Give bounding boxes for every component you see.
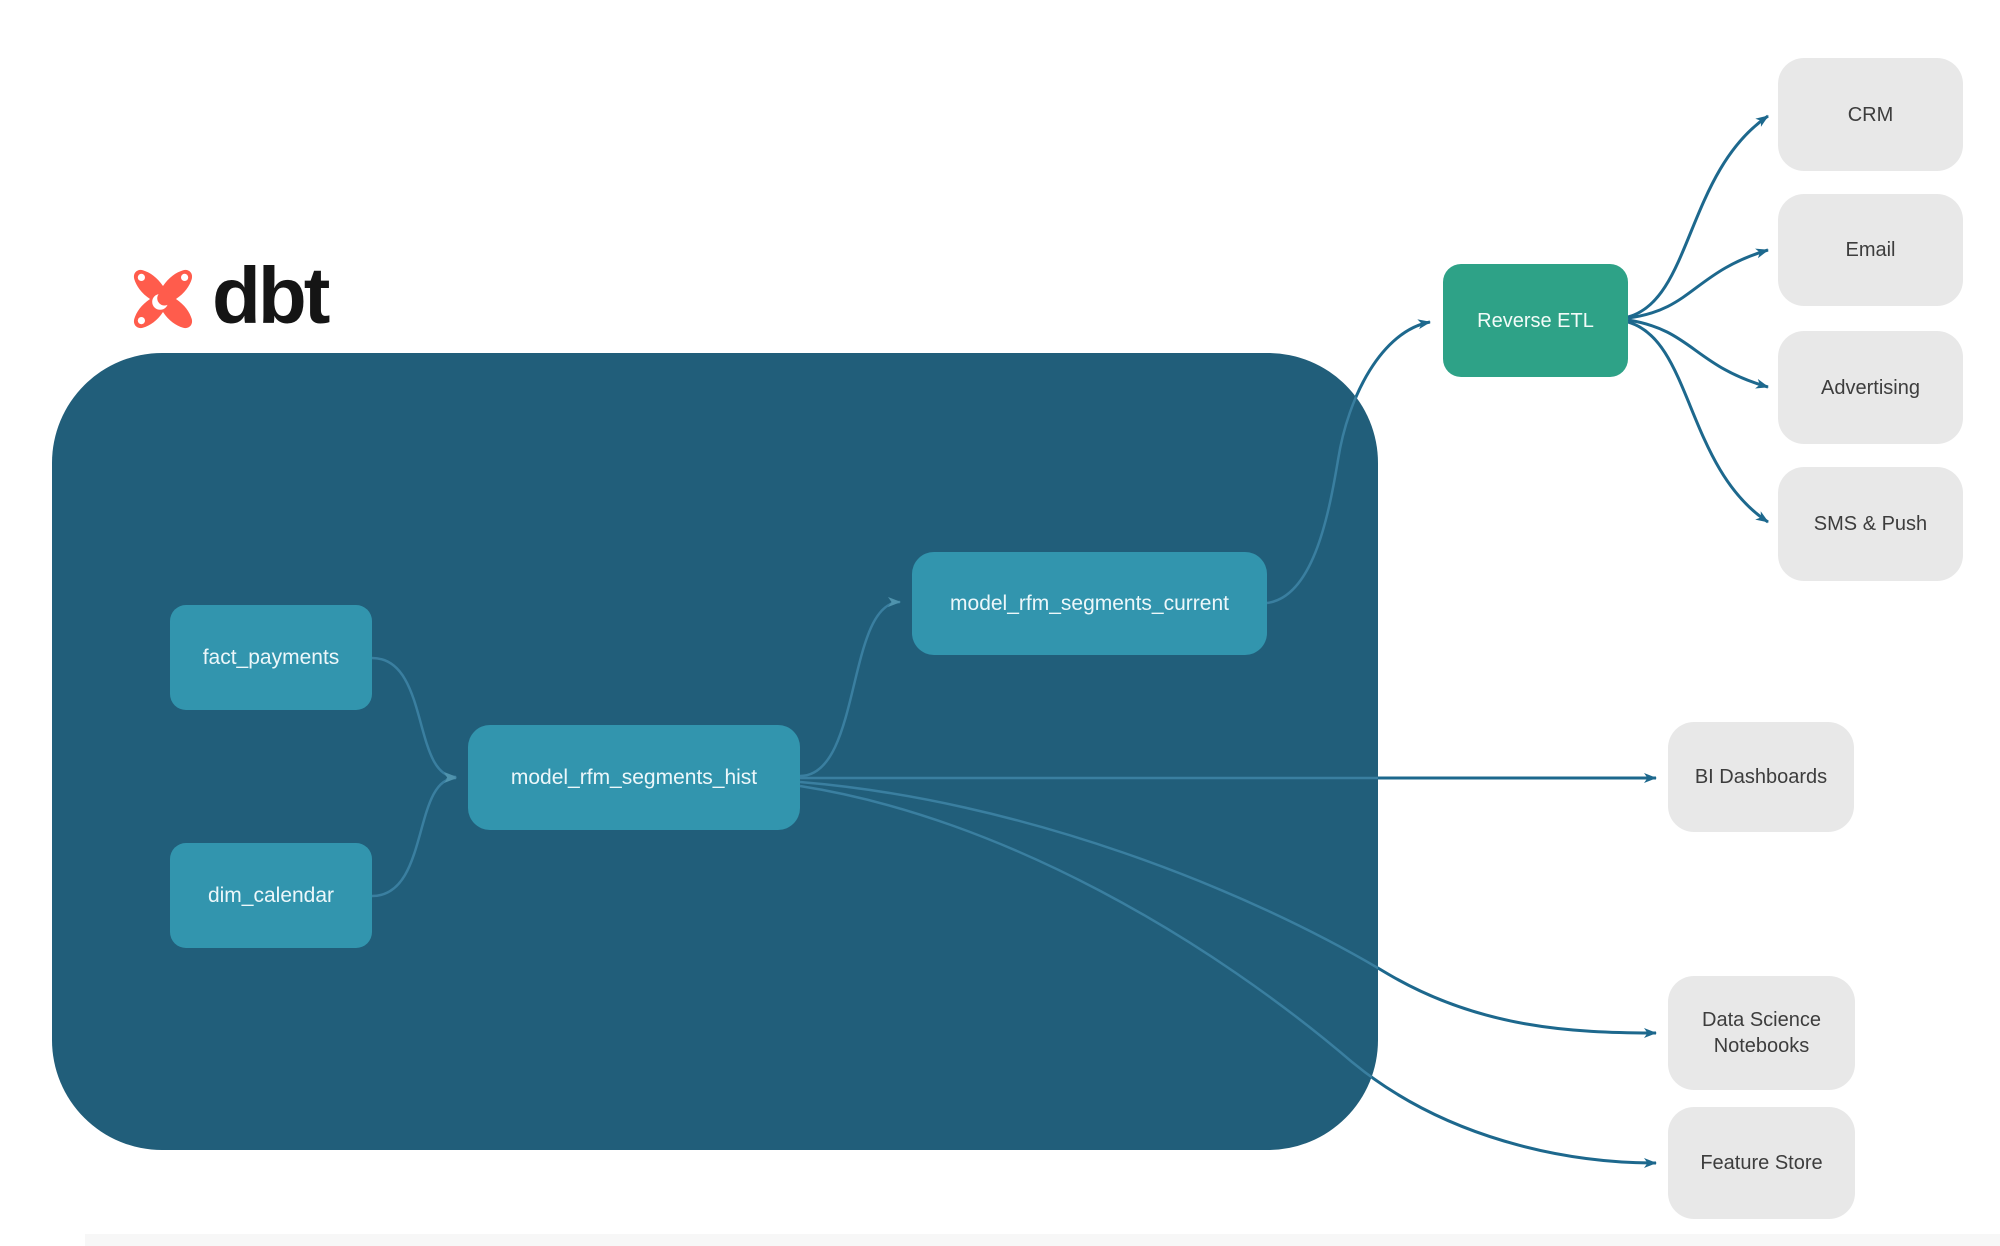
node-label: CRM (1847, 103, 1894, 126)
node-feature-store: Feature Store (1668, 1107, 1855, 1219)
node-label: fact_payments (202, 645, 340, 669)
dbt-logo-icon (133, 269, 193, 329)
node-label: BI Dashboards (1694, 766, 1828, 788)
node-reverse-etl: Reverse ETL (1443, 264, 1628, 377)
dbt-logo: dbt (127, 251, 330, 342)
node-label: Reverse ETL (1477, 309, 1594, 332)
bottom-divider (85, 1234, 2000, 1246)
node-label: Advertising (1821, 376, 1920, 399)
node-label: Data Science Notebooks (1702, 1009, 1821, 1057)
node-dim-calendar: dim_calendar (170, 843, 372, 948)
node-label: model_rfm_segments_hist (510, 765, 758, 789)
node-label: Feature Store (1700, 1152, 1823, 1174)
node-label: SMS & Push (1813, 513, 1928, 535)
node-data-science-notebooks: Data Science Notebooks (1668, 976, 1855, 1090)
node-label: model_rfm_segments_current (950, 591, 1229, 615)
node-advertising: Advertising (1778, 331, 1963, 444)
node-label: dim_calendar (207, 883, 335, 907)
node-crm: CRM (1778, 58, 1963, 171)
node-bi-dashboards: BI Dashboards (1668, 722, 1854, 832)
dbt-wordmark: dbt (212, 251, 330, 340)
node-sms-push: SMS & Push (1778, 467, 1963, 581)
node-label: Email (1845, 239, 1896, 261)
node-model-rfm-segments-current: model_rfm_segments_current (912, 552, 1267, 655)
node-email: Email (1778, 194, 1963, 306)
node-fact-payments: fact_payments (170, 605, 372, 710)
node-model-rfm-segments-hist: model_rfm_segments_hist (468, 725, 800, 830)
